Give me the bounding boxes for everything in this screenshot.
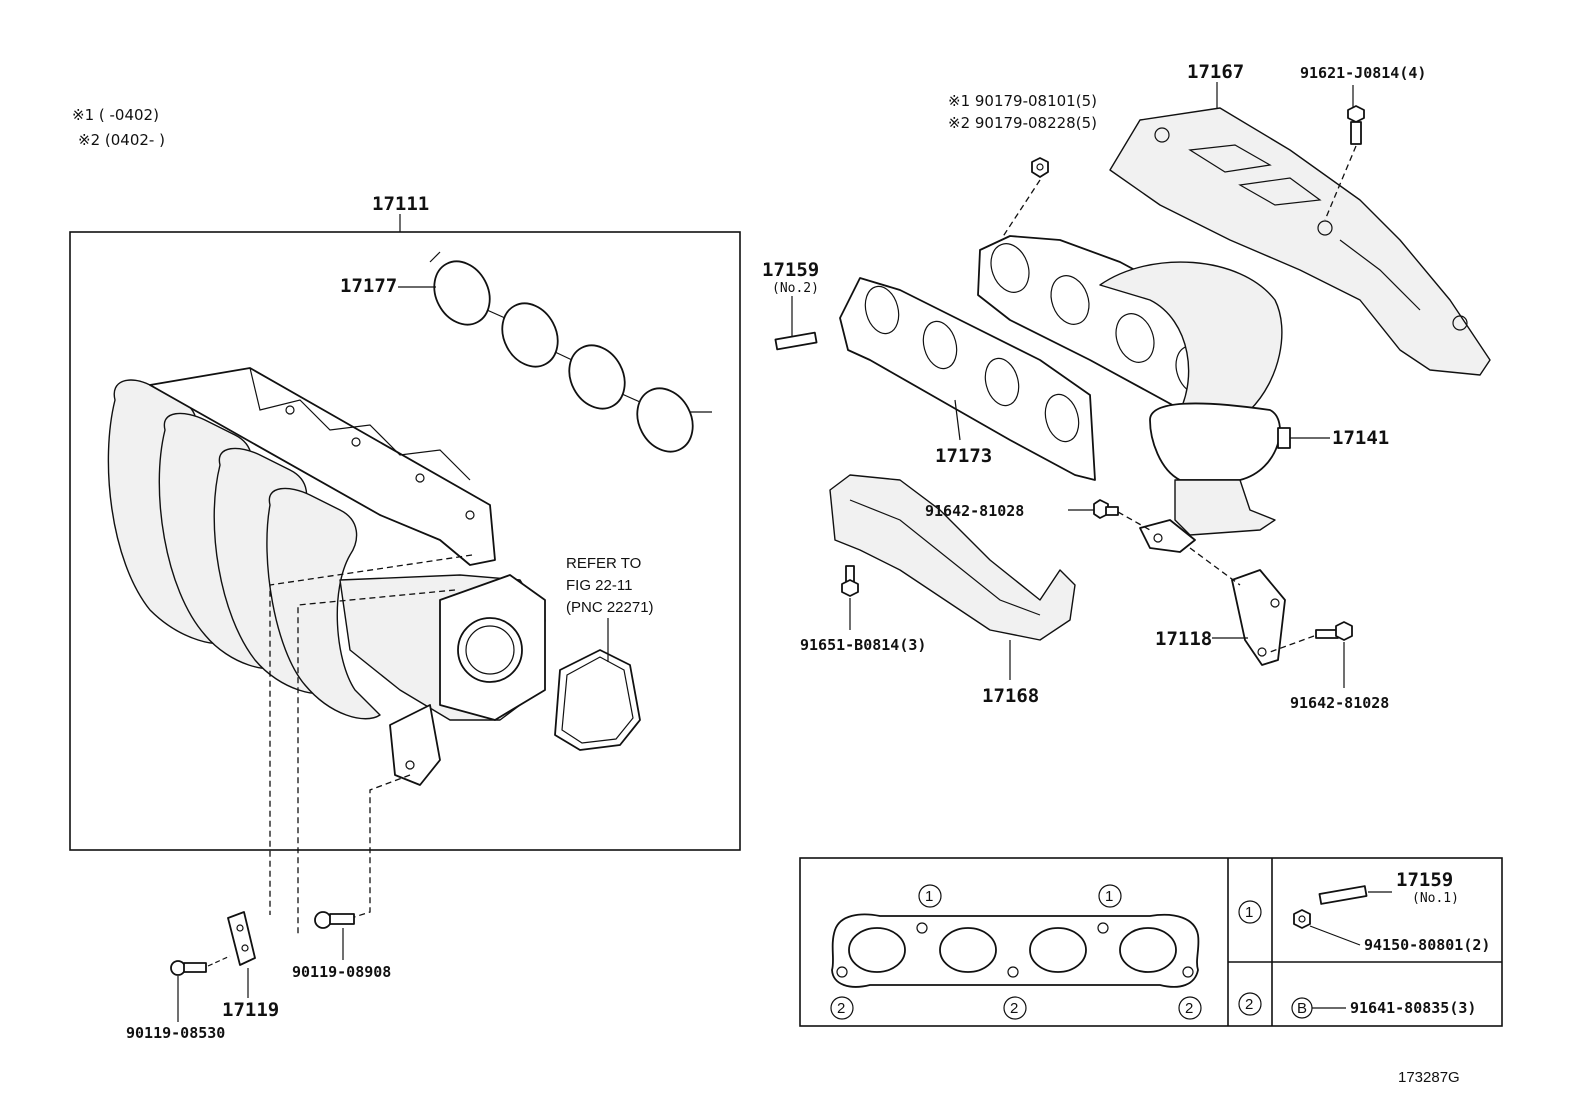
- svg-text:1: 1: [1105, 888, 1113, 905]
- dash-leader-a: [269, 554, 473, 915]
- note-2: ※2 (0402- ): [78, 131, 165, 149]
- marker-2-bottom-left: 2: [830, 996, 854, 1020]
- label-17159-no2[interactable]: 17159: [762, 259, 819, 281]
- svg-text:2: 2: [1185, 1000, 1193, 1017]
- bolt-91651-B0814[interactable]: [841, 565, 859, 597]
- dash-nut: [1001, 179, 1041, 239]
- label-17173[interactable]: 17173: [935, 445, 992, 467]
- dash-leader-c: [344, 774, 411, 921]
- heat-insulator-17167[interactable]: [1109, 107, 1491, 376]
- refer-to-line1: REFER TO: [566, 555, 641, 572]
- refer-to-line3[interactable]: (PNC 22271): [566, 599, 654, 616]
- label-91642-81028-a[interactable]: 91642-81028: [925, 502, 1024, 520]
- label-90119-08530[interactable]: 90119-08530: [126, 1024, 225, 1042]
- label-17177[interactable]: 17177: [340, 275, 397, 297]
- label-91621-J0814[interactable]: 91621-J0814(4): [1300, 64, 1426, 82]
- svg-text:B: B: [1297, 1000, 1307, 1017]
- nut-note-1[interactable]: ※1 90179-08101(5): [948, 92, 1097, 110]
- intake-manifold-box: [69, 231, 741, 851]
- svg-text:1: 1: [1245, 904, 1253, 921]
- label-90119-08908[interactable]: 90119-08908: [292, 963, 391, 981]
- refer-to-line2: FIG 22-11: [566, 577, 632, 594]
- bracket-17119[interactable]: [227, 911, 256, 966]
- dash-91642-a: [1117, 511, 1151, 531]
- label-17159-no1-sub: (No.1): [1412, 891, 1459, 906]
- gasket-key-drawing: [831, 913, 1200, 988]
- label-94150-80801[interactable]: 94150-80801(2): [1364, 936, 1490, 954]
- throttle-body-gasket[interactable]: [554, 649, 641, 751]
- note-1: ※1 ( -0402): [72, 106, 159, 124]
- heat-insulator-17168[interactable]: [829, 474, 1076, 641]
- nut-90179[interactable]: [1031, 157, 1049, 178]
- intake-manifold-17111[interactable]: [107, 367, 546, 786]
- label-17167[interactable]: 17167: [1187, 61, 1244, 83]
- exhaust-gasket-17173[interactable]: [839, 277, 1096, 481]
- label-17141[interactable]: 17141: [1332, 427, 1389, 449]
- marker-1-top-left: 1: [918, 884, 942, 908]
- stud-17159-no1[interactable]: [1318, 885, 1368, 905]
- nut-94150-80801[interactable]: [1293, 909, 1311, 929]
- bolt-91621-J0814[interactable]: [1347, 105, 1365, 145]
- label-17168[interactable]: 17168: [982, 685, 1039, 707]
- marker-1-key: 1: [1238, 900, 1262, 924]
- dash-leader-b: [297, 589, 456, 935]
- marker-2-bottom-right: 2: [1178, 996, 1202, 1020]
- marker-1-top-right: 1: [1098, 884, 1122, 908]
- bolt-90119-08530[interactable]: [170, 960, 207, 976]
- svg-text:2: 2: [1245, 996, 1253, 1013]
- bolt-91642-81028-a[interactable]: [1093, 499, 1119, 519]
- label-17159-no2-sub: (No.2): [772, 281, 819, 296]
- leader-94150: [1309, 925, 1361, 946]
- label-91642-81028-b[interactable]: 91642-81028: [1290, 694, 1389, 712]
- svg-text:2: 2: [837, 1000, 845, 1017]
- dash-bolt-bracket: [207, 955, 231, 967]
- dash-91642-b: [1269, 635, 1315, 653]
- svg-text:2: 2: [1010, 1000, 1018, 1017]
- label-17118[interactable]: 17118: [1155, 628, 1212, 650]
- marker-2-key: 2: [1238, 992, 1262, 1016]
- label-91641-80835[interactable]: 91641-80835(3): [1350, 999, 1476, 1017]
- gasket-key-table: [799, 857, 1503, 1027]
- bolt-90119-08908[interactable]: [314, 911, 355, 929]
- svg-text:1: 1: [925, 888, 933, 905]
- nut-note-2[interactable]: ※2 90179-08228(5): [948, 114, 1097, 132]
- label-17119[interactable]: 17119: [222, 999, 279, 1021]
- dash-91621: [1324, 145, 1357, 221]
- marker-2-bottom-mid: 2: [1003, 996, 1027, 1020]
- intake-gasket-17177[interactable]: [424, 251, 712, 462]
- label-17111[interactable]: 17111: [372, 193, 429, 215]
- bracket-17118[interactable]: [1231, 569, 1286, 666]
- leader-17173: [954, 399, 961, 441]
- label-91651-B0814[interactable]: 91651-B0814(3): [800, 636, 926, 654]
- marker-B: B: [1291, 997, 1313, 1019]
- exhaust-manifold-17141[interactable]: [977, 235, 1291, 553]
- label-17159-no1[interactable]: 17159: [1396, 869, 1453, 891]
- bolt-91642-81028-b[interactable]: [1315, 621, 1353, 641]
- dash-17118: [1189, 547, 1241, 586]
- stud-17159-no2[interactable]: [774, 331, 818, 351]
- figure-id: 173287G: [1398, 1069, 1460, 1086]
